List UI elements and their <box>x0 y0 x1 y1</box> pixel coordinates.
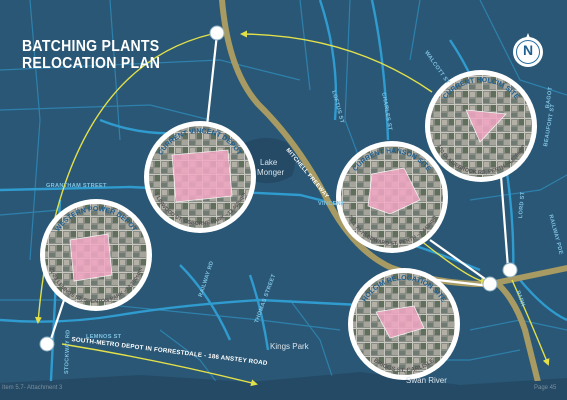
route-arrow-western-to-south <box>61 343 258 387</box>
swan-river <box>0 373 567 400</box>
map-title-line-2: RELOCATION PLAN <box>22 55 161 72</box>
site-hanson-photo <box>336 141 448 253</box>
map-title: BATCHING PLANTS RELOCATION PLAN <box>22 38 160 72</box>
route-nodes <box>39 25 518 352</box>
north-pointer-icon <box>526 33 530 38</box>
street-label-lemnos: LEMNOS ST <box>86 334 122 340</box>
site-relocation-photo <box>348 268 460 380</box>
place-label-kings-park: Kings Park <box>270 342 309 351</box>
site-holcim-photo <box>425 70 537 182</box>
place-label-swan-river: Swan River <box>406 376 447 385</box>
map-title-line-1: BATCHING PLANTS <box>22 38 160 55</box>
node-western <box>39 336 55 352</box>
footer-item-reference: Item 5.7- Attachment 3 <box>2 385 63 391</box>
route-arrow-hanson <box>419 239 488 285</box>
street-label-vincent: VINCENT <box>318 201 345 207</box>
place-label-lake: Lake <box>260 158 278 167</box>
route-arrow-relocation <box>511 279 550 366</box>
route-arrow-holcim-to-vincent <box>240 30 433 93</box>
node-holcim <box>502 262 518 278</box>
north-label: N <box>522 42 534 58</box>
site-western-photo <box>40 199 152 311</box>
north-arrow-icon: N <box>513 33 543 67</box>
node-hanson <box>482 276 498 292</box>
footer-page-number: Page 45 <box>534 385 557 391</box>
site-vincent-photo <box>144 121 256 233</box>
node-vincent <box>209 25 225 41</box>
place-label-monger: Monger <box>257 168 285 177</box>
street-label-grantham: GRANTHAM STREET <box>46 183 107 189</box>
